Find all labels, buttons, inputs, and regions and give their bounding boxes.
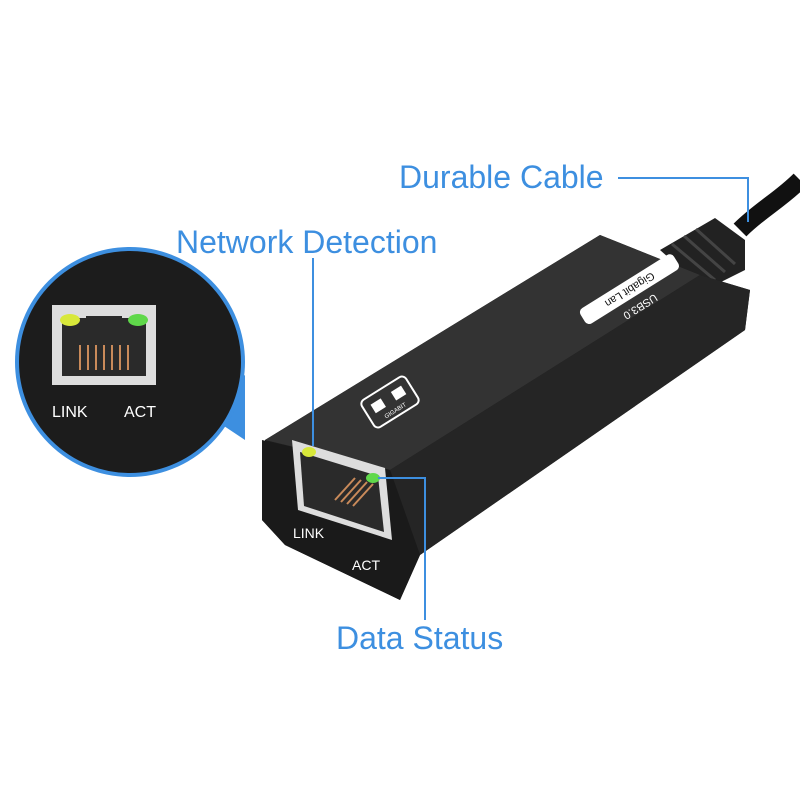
adapter-body: [262, 235, 750, 600]
rj45-port: [292, 440, 392, 540]
durable-cable-callout: Durable Cable: [399, 159, 604, 195]
port-link-label: LINK: [293, 525, 325, 541]
inset-act-led: [128, 314, 148, 326]
inset-link-label: LINK: [52, 404, 88, 421]
inset-rj45-port: [52, 305, 156, 385]
cable-strain-relief: [660, 218, 745, 290]
callout-leader-lines: [312, 177, 749, 620]
network-detection-callout: Network Detection: [176, 224, 438, 260]
act-led: [366, 473, 380, 483]
usb-cable: [733, 173, 800, 237]
inset-link-led: [60, 314, 80, 326]
data-status-callout: Data Status: [336, 620, 504, 656]
link-led: [302, 447, 316, 457]
inset-act-label: ACT: [124, 404, 156, 421]
port-act-label: ACT: [352, 557, 380, 573]
